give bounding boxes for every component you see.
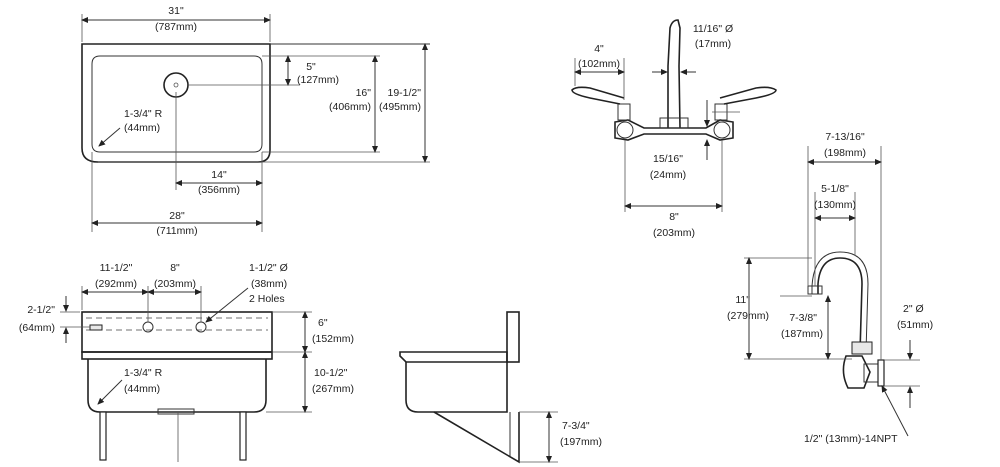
bowl-outline — [91, 55, 263, 153]
right-handle — [719, 86, 777, 105]
faucet-hole-left — [142, 321, 154, 333]
valve-nut — [851, 341, 873, 355]
hole-dia-label: 1-1/2" Ø — [249, 262, 288, 274]
bowl-width-label: 28" — [169, 210, 185, 222]
front-corner-radius-mm-label: (44mm) — [124, 383, 160, 395]
valve-body — [842, 355, 871, 389]
overall-depth-label: 19-1/2" — [388, 87, 422, 99]
hole-height-label: 2-1/2" — [27, 304, 55, 316]
spout-height-label: 11" — [735, 294, 750, 306]
bowl-width-mm-label: (711mm) — [156, 225, 197, 237]
bowl-front — [87, 359, 267, 413]
faucet-centers-mm-label: (203mm) — [653, 227, 695, 239]
faucet-centers-label: 8" — [669, 211, 679, 223]
front-corner-radius-label: 1-3/4" R — [124, 367, 163, 379]
faucet-side-view: 7-13/16" (198mm) 5-1/8" (130mm) 11" (279… — [727, 131, 933, 445]
side-gooseneck — [817, 257, 863, 353]
sink-rim — [81, 351, 273, 360]
hole-spacing-mm-label: (203mm) — [154, 278, 196, 290]
spout-reach-mm-label: (130mm) — [814, 199, 856, 211]
hole-offset-label: 11-1/2" — [100, 262, 133, 274]
outlet-height-label: 7-3/8" — [789, 312, 817, 324]
drain-center-label: 14" — [211, 169, 227, 181]
bracket-height-label: 7-3/4" — [562, 420, 590, 432]
leg-right — [239, 411, 247, 461]
drain-offset-mm-label: (127mm) — [297, 74, 339, 86]
inlet-thread-label: 1/2" (13mm)-14NPT — [804, 433, 898, 445]
faucet-front-view: 4" (102mm) 11/16" Ø (17mm) 15/16" (24mm)… — [571, 19, 777, 239]
side-backsplash — [506, 311, 520, 363]
spout-dia-label: 11/16" Ø — [693, 23, 733, 35]
faucet-hole-right — [195, 321, 207, 333]
side-rim — [399, 351, 508, 363]
hole-offset-mm-label: (292mm) — [95, 278, 137, 290]
hole-height-mm-label: (64mm) — [19, 322, 55, 334]
backsplash-height-mm-label: (152mm) — [312, 333, 354, 345]
side-bracket — [433, 411, 520, 464]
wall-flange — [877, 359, 885, 387]
leg-left — [99, 411, 107, 461]
overall-depth-mm-label: (495mm) — [379, 101, 421, 113]
spout-height-mm-label: (279mm) — [727, 310, 769, 322]
side-view: 7-3/4" (197mm) — [399, 311, 602, 464]
left-handle — [571, 86, 625, 105]
bowl-height-mm-label: (267mm) — [312, 383, 354, 395]
overall-width-mm-label: (787mm) — [155, 21, 197, 33]
backsplash-height-label: 6" — [318, 317, 328, 329]
spout-offset-label: 4" — [594, 43, 604, 55]
spout-offset-mm-label: (102mm) — [578, 58, 620, 70]
corner-radius-mm-label: (44mm) — [124, 122, 160, 134]
reach-mm-label: (198mm) — [824, 147, 866, 159]
bowl-depth-label: 16" — [356, 87, 372, 99]
overall-width-label: 31" — [168, 5, 184, 17]
drain-offset-label: 5" — [306, 61, 316, 73]
hole-spacing-label: 8" — [170, 262, 180, 274]
spout-dia-mm-label: (17mm) — [695, 38, 731, 50]
bowl-height-label: 10-1/2" — [314, 367, 348, 379]
faucet-body — [614, 119, 734, 141]
flange-dia-label: 2" Ø — [903, 303, 924, 315]
bowl-depth-mm-label: (406mm) — [329, 101, 371, 113]
corner-radius-label: 1-3/4" R — [124, 108, 163, 120]
inlet-offset-label: 15/16" — [653, 153, 683, 165]
holes-count-label: 2 Holes — [249, 293, 285, 305]
bracket-height-mm-label: (197mm) — [560, 436, 602, 448]
inlet-offset-mm-label: (24mm) — [650, 169, 686, 181]
gooseneck-spout — [667, 19, 681, 129]
drain-center-mm-label: (356mm) — [198, 184, 240, 196]
hole-dia-mm-label: (38mm) — [251, 278, 287, 290]
flange-dia-mm-label: (51mm) — [897, 319, 933, 331]
top-view: 31" (787mm) 5" (127mm) 16" (406mm) 19-1/… — [81, 5, 430, 237]
front-view: 11-1/2" (292mm) 8" (203mm) 1-1/2" Ø (38m… — [19, 262, 354, 462]
spout-reach-label: 5-1/8" — [821, 183, 849, 195]
outlet-height-mm-label: (187mm) — [781, 328, 823, 340]
reach-label: 7-13/16" — [825, 131, 865, 143]
side-bowl — [405, 362, 508, 413]
